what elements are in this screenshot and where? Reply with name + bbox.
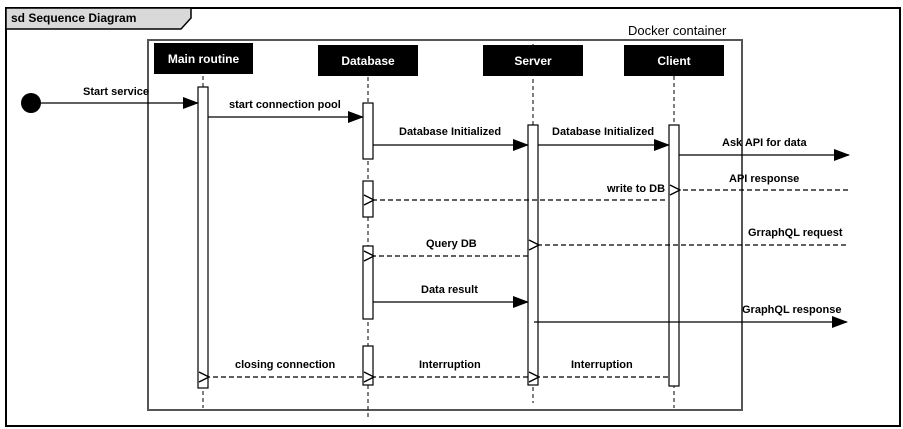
- message-data-result-label: Data result: [421, 284, 478, 296]
- message-write-to-db-label: write to DB: [606, 183, 665, 195]
- message-database-initialized-1-label: Database Initialized: [399, 126, 501, 138]
- activation-database-3: [362, 245, 374, 320]
- frame-border: [5, 7, 901, 427]
- participant-server: [483, 45, 583, 76]
- docker-container-title: Docker container: [628, 23, 727, 38]
- message-query-db-label: Query DB: [426, 238, 477, 250]
- message-start-connection-pool-label: start connection pool: [229, 99, 341, 111]
- message-interruption-client-label: Interruption: [571, 359, 633, 371]
- participant-main-routine-label: Main routine: [168, 52, 240, 66]
- message-start-service-label: Start service: [83, 86, 149, 98]
- participant-database-label: Database: [341, 54, 395, 68]
- message-ask-api-for-data-label: Ask API for data: [722, 137, 807, 149]
- message-interruption-server-label: Interruption: [419, 359, 481, 371]
- activation-database-2: [362, 180, 374, 218]
- participant-database: [318, 45, 418, 76]
- activation-database-1: [362, 102, 374, 160]
- activation-client: [668, 124, 680, 387]
- frame-tab: [5, 7, 192, 30]
- message-api-response-label: API response: [729, 173, 799, 185]
- start-node: [21, 93, 41, 113]
- activation-server: [527, 124, 539, 386]
- activation-main-routine: [197, 86, 209, 389]
- message-graphql-response-label: GraphQL response: [742, 304, 841, 316]
- participant-server-label: Server: [514, 54, 552, 68]
- activation-database-4: [362, 345, 374, 386]
- participant-client: [624, 45, 724, 76]
- participant-client-label: Client: [657, 54, 690, 68]
- message-closing-connection-label: closing connection: [235, 359, 336, 371]
- frame-title: sd Sequence Diagram: [11, 11, 136, 25]
- participant-main-routine: [154, 43, 253, 74]
- message-graphql-request-label: GrraphQL request: [748, 227, 843, 239]
- message-database-initialized-2-label: Database Initialized: [552, 126, 654, 138]
- docker-container-box: [147, 39, 743, 411]
